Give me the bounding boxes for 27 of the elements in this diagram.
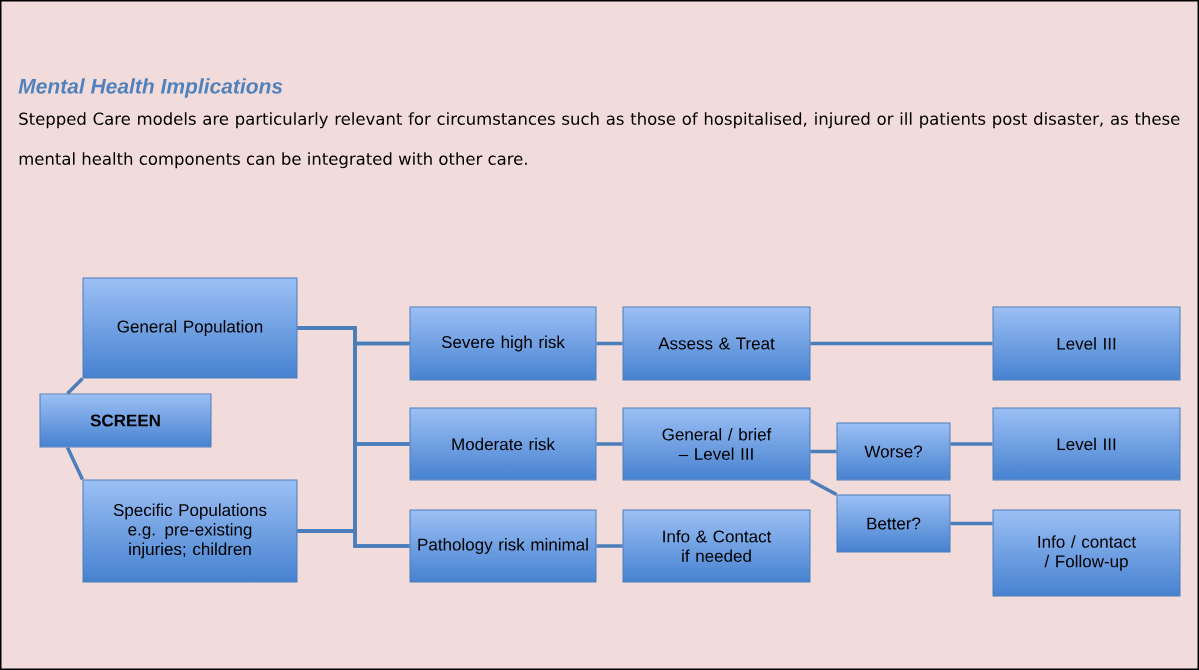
- process-box: Worse?: [836, 422, 951, 481]
- process-box: Assess & Treat: [622, 306, 811, 381]
- process-box: Better?: [836, 494, 951, 553]
- connector-line: [950, 442, 993, 446]
- connector-line: [596, 544, 623, 548]
- process-box: SCREEN: [39, 393, 212, 448]
- process-box: Info & Contact if needed: [622, 509, 811, 583]
- process-box: Severe high risk: [409, 306, 597, 381]
- heading: Mental Health Implications: [18, 78, 283, 98]
- connector-line: [65, 446, 85, 481]
- connector-line: [596, 341, 623, 346]
- process-box: Specific Populations e.g. pre-existing injuries; children: [82, 479, 298, 583]
- process-box: General Population: [82, 277, 298, 379]
- paragraph: Stepped Care models are particularly relevant for circumstances such as those of hospitalised, injured or ill patients post disaster, as these mental health components can be integrated with other care.: [19, 112, 1180, 169]
- connector-line: [297, 529, 410, 548]
- connector-line: [809, 478, 838, 497]
- process-box: Level III: [992, 306, 1181, 381]
- connector-line: [596, 442, 623, 446]
- connector-line: [950, 521, 993, 526]
- connector-line: [810, 449, 837, 454]
- process-box: Pathology risk minimal: [409, 509, 597, 583]
- process-box: Moderate risk: [409, 407, 597, 481]
- connector-line: [810, 341, 993, 346]
- process-box: Info / contact / Follow-up: [992, 509, 1181, 597]
- process-box: Level III: [992, 407, 1181, 481]
- connector-line: [66, 377, 84, 395]
- process-box: General / brief – Level III: [622, 407, 811, 481]
